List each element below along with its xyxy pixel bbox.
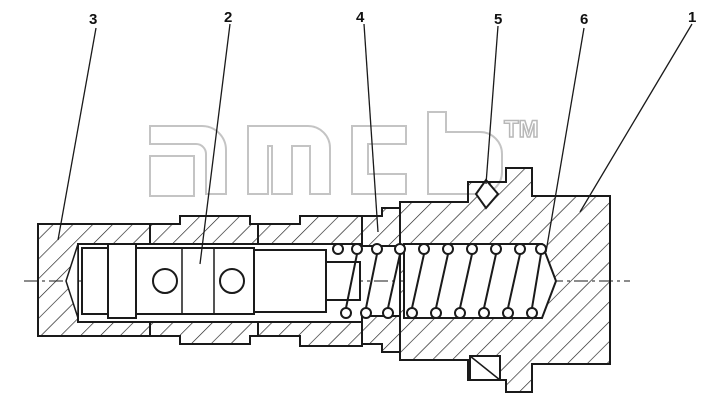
part-1-right-housing xyxy=(399,167,611,393)
leader-line-5 xyxy=(485,25,499,185)
callout-6: 6 xyxy=(580,11,588,28)
leader-line-6 xyxy=(545,27,585,253)
callout-labels: 3 2 4 5 6 1 xyxy=(89,9,696,28)
leader-line-3 xyxy=(57,27,97,241)
callout-1: 1 xyxy=(688,9,696,26)
part-6-spring xyxy=(332,243,547,319)
spool-port-left xyxy=(152,268,178,294)
callout-3: 3 xyxy=(89,11,97,28)
leader-line-1 xyxy=(579,23,693,213)
trademark-label: TM xyxy=(504,116,539,143)
leader-lines xyxy=(57,23,693,265)
spool-port-right xyxy=(219,268,245,294)
leader-line-2 xyxy=(199,23,231,265)
leader-line-4 xyxy=(363,23,379,233)
watermark-logo: TM xyxy=(149,111,539,197)
callout-2: 2 xyxy=(224,9,232,26)
spool-piston xyxy=(81,243,361,319)
part-5-seal-ring xyxy=(469,178,501,381)
callout-4: 4 xyxy=(356,9,365,26)
callout-5: 5 xyxy=(494,11,502,28)
part-2-sleeve xyxy=(149,215,363,347)
